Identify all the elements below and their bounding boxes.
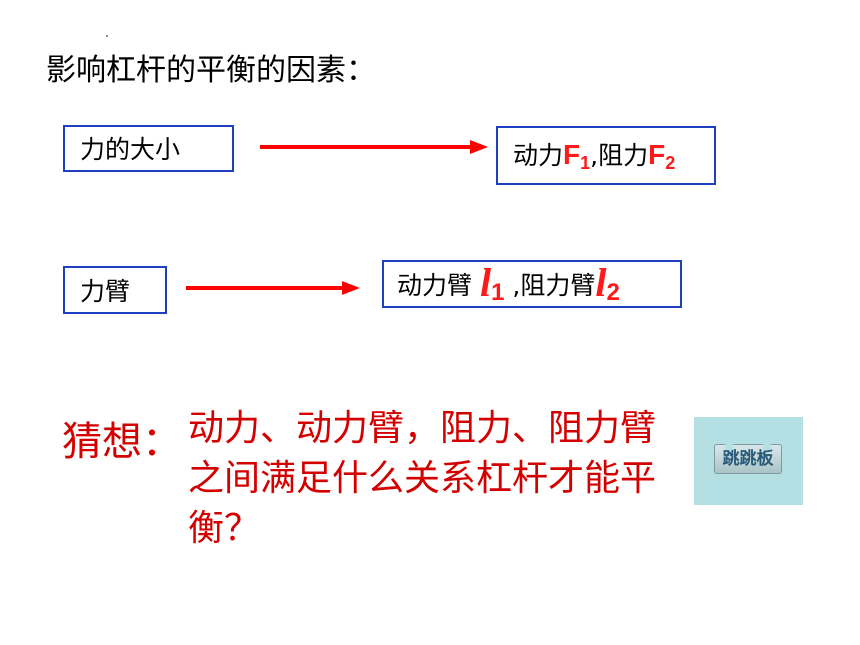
button-notch-right (763, 444, 771, 450)
forces-label: 动力F1,阻力F2 (513, 140, 675, 178)
page-title: 影响杠杆的平衡的因素： (46, 53, 376, 88)
effort-force-symbol: F1 (563, 139, 591, 174)
guess-question: 动力、动力臂，阻力、阻力臂之间满足什么关系杠杆才能平衡？ (188, 408, 657, 549)
lever-arms-label: 动力臂 l1 ,阻力臂l2 (397, 263, 620, 308)
factor-lever-arm-label: 力臂 (80, 277, 131, 306)
load-force-subscript: 2 (665, 153, 676, 173)
load-arm-symbol: l (595, 260, 607, 305)
effort-arm-subscript: 1 (491, 279, 505, 306)
effort-arm-text: 动力臂 (397, 271, 473, 300)
skip-panel: 跳跳板 (694, 417, 803, 505)
skip-button-label: 跳跳板 (722, 449, 774, 469)
arrow-right-1 (260, 140, 488, 154)
guess-label: 猜想： (62, 419, 182, 465)
factor-force-magnitude-box: 力的大小 (63, 125, 234, 172)
factor-lever-arm-box: 力臂 (63, 266, 167, 314)
effort-force-subscript: 1 (580, 153, 591, 173)
decorative-dot (106, 35, 108, 37)
button-notch-left (725, 444, 733, 450)
effort-arm-symbol: l (479, 260, 492, 305)
lever-arms-box: 动力臂 l1 ,阻力臂l2 (382, 260, 682, 308)
arrow-right-2 (186, 281, 360, 295)
effort-force-text: 动力 (513, 141, 564, 170)
load-force-symbol: F2 (648, 139, 676, 174)
forces-box: 动力F1,阻力F2 (496, 126, 716, 185)
load-arm-text: ,阻力臂 (504, 271, 596, 300)
factor-force-magnitude-label: 力的大小 (80, 135, 181, 164)
load-force-text: ,阻力 (590, 141, 649, 170)
skip-button[interactable]: 跳跳板 (714, 444, 782, 474)
load-arm-subscript: 2 (606, 279, 620, 306)
